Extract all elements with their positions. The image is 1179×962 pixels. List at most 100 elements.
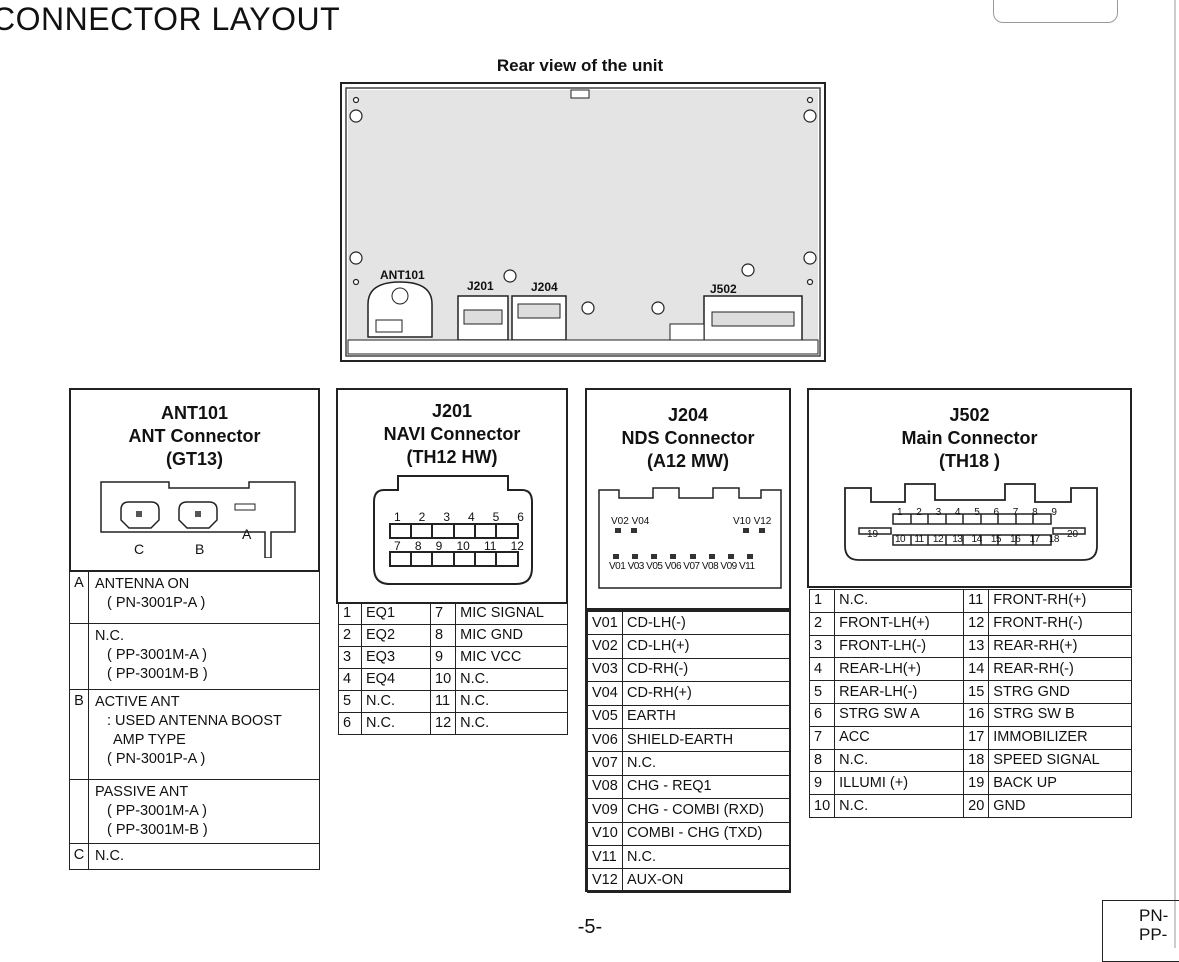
pin-signal: STRG SW A xyxy=(834,702,965,727)
pin-number: 9 xyxy=(808,771,836,796)
model-box: PN- PP- xyxy=(1102,900,1179,962)
ant101-pin-letter: B xyxy=(195,541,205,557)
ant101-panel: ANT101 ANT Connector (GT13) C B A xyxy=(69,388,320,572)
pin-number: 7 xyxy=(394,539,401,553)
j502-side-pin-right: 20 xyxy=(1067,529,1079,540)
ant101-pin-letter: C xyxy=(134,541,145,557)
pin-signal: ILLUMI (+) xyxy=(834,771,965,796)
j204-top-right-pins: V10 V12 xyxy=(733,516,772,527)
pin-number: 8 xyxy=(808,748,836,773)
pin-number: 12 xyxy=(510,539,524,553)
rear-view-diagram xyxy=(340,82,826,362)
pin-letter: C xyxy=(69,843,89,870)
pin-number: 10 xyxy=(456,539,470,553)
corner-tab xyxy=(993,0,1118,23)
table-row: PASSIVE ANT ( PP-3001M-A ) ( PP-3001M-B … xyxy=(69,779,320,844)
page-number: -5- xyxy=(577,916,603,938)
pin-number: 18 xyxy=(963,748,990,773)
pin-signal: FRONT-RH(+) xyxy=(988,589,1132,613)
pin-signal: EARTH xyxy=(622,704,791,729)
pin-number: 8 xyxy=(429,624,457,647)
pin-number: 7 xyxy=(808,725,836,750)
ant101-type: (GT13) xyxy=(165,449,223,469)
pin-number: V06 xyxy=(587,727,623,753)
table-row: C N.C. xyxy=(69,843,320,870)
desc-line: ANTENNA ON xyxy=(95,576,190,592)
j204-type: (A12 MW) xyxy=(647,451,729,471)
pin-letter: B xyxy=(69,689,89,780)
pin-number: V01 xyxy=(587,610,623,636)
pin-number: 5 xyxy=(492,510,500,524)
pin-signal: CD-RH(-) xyxy=(622,657,791,683)
ant101-pin-table: A ANTENNA ON ( PN-3001P-A ) N.C. ( PP-30… xyxy=(69,571,320,870)
pin-signal: ACC xyxy=(834,725,965,750)
pin-number: 16 xyxy=(963,702,990,727)
page-title: CONNECTOR LAYOUT xyxy=(0,1,341,37)
pin-number: 9 xyxy=(1051,507,1057,518)
desc-line: N.C. xyxy=(95,628,124,644)
j201-connector-diagram xyxy=(373,475,533,585)
pin-signal: N.C. xyxy=(622,844,791,870)
table-row: N.C. ( PP-3001M-A ) ( PP-3001M-B ) xyxy=(69,623,320,690)
pin-number: V02 xyxy=(587,634,623,659)
pin-number: 5 xyxy=(974,507,980,518)
pin-number: 4 xyxy=(954,507,961,518)
pin-signal: N.C. xyxy=(834,589,965,613)
pin-number: 2 xyxy=(916,507,922,518)
pin-number: 12 xyxy=(429,712,457,735)
desc-line: ACTIVE ANT xyxy=(95,694,180,710)
pin-number: 2 xyxy=(418,510,426,524)
pin-number: 6 xyxy=(338,712,362,735)
pin-number: 6 xyxy=(517,510,524,524)
pin-number: 5 xyxy=(338,690,362,713)
ant101-subtitle: ANT Connector xyxy=(128,426,261,446)
pin-number: V05 xyxy=(587,704,623,729)
desc-line: ( PP-3001M-A ) xyxy=(107,803,207,819)
pin-signal: SPEED SIGNAL xyxy=(988,748,1132,773)
pin-signal: FRONT-LH(+) xyxy=(834,611,965,636)
pin-signal: MIC SIGNAL xyxy=(455,602,568,625)
pin-number: V04 xyxy=(587,681,623,706)
pin-number: 12 xyxy=(963,611,990,636)
rear-label-j502: J502 xyxy=(710,282,737,296)
pin-number: 7 xyxy=(429,602,457,625)
desc-line: ( PP-3001M-B ) xyxy=(107,822,208,838)
j502-side-pin-left: 19 xyxy=(867,529,879,540)
model-label: PN- xyxy=(1139,906,1169,925)
pin-signal: REAR-RH(+) xyxy=(988,634,1132,659)
pin-number: 4 xyxy=(808,657,836,682)
pin-number: 13 xyxy=(952,534,963,545)
pin-number: 19 xyxy=(963,771,990,796)
pin-signal: N.C. xyxy=(361,712,431,735)
pin-letter xyxy=(69,779,89,844)
pin-number: V09 xyxy=(587,798,623,823)
pin-number: 9 xyxy=(429,646,457,669)
pin-signal: BACK UP xyxy=(988,771,1132,796)
pin-number: V11 xyxy=(587,844,623,870)
pin-number: 11 xyxy=(483,539,497,553)
pin-signal: SHIELD-EARTH xyxy=(622,727,791,753)
pin-signal: MIC GND xyxy=(455,624,568,647)
pin-number: 2 xyxy=(808,611,836,636)
pin-number: 6 xyxy=(993,507,1000,518)
pin-number: 3 xyxy=(443,510,450,524)
pin-signal: AUX-ON xyxy=(622,868,791,893)
desc-line: : USED ANTENNA BOOST xyxy=(107,713,282,729)
